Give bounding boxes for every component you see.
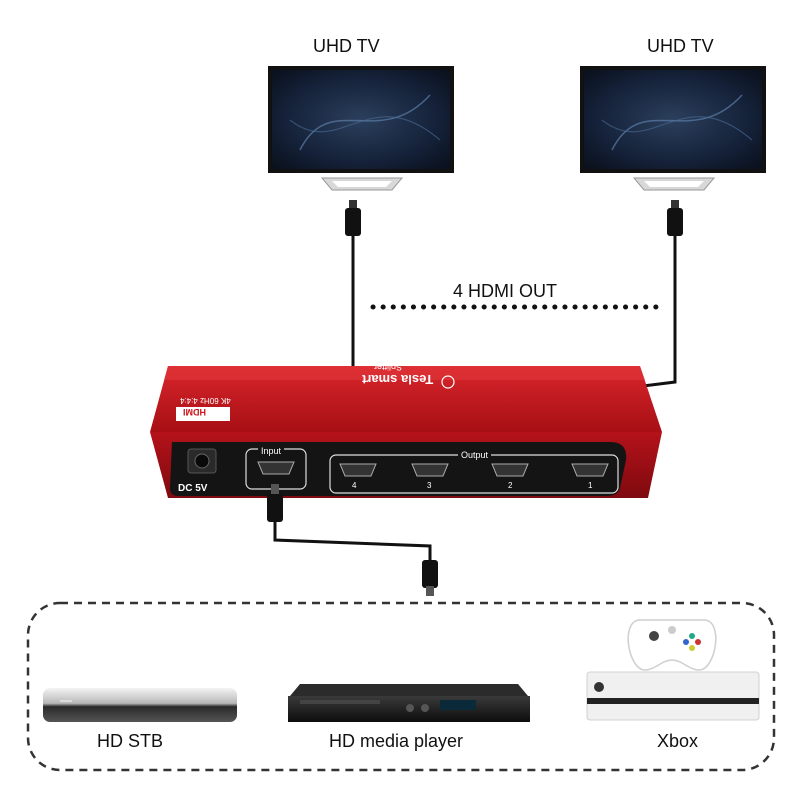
output-hdmi-port-1: [572, 464, 608, 476]
tv-right: [580, 66, 766, 190]
tv-left: [268, 66, 454, 190]
hdmi-out-label: 4 HDMI OUT: [453, 281, 557, 302]
input-cable: [267, 484, 438, 596]
port-number-2: 2: [508, 481, 512, 490]
output-hdmi-port-3: [412, 464, 448, 476]
output-hdmi-port-2: [492, 464, 528, 476]
port-number-3: 3: [427, 481, 431, 490]
source-label-xbox: Xbox: [657, 731, 698, 752]
source-label-media-player: HD media player: [329, 731, 463, 752]
output-hdmi-port-4: [340, 464, 376, 476]
brand-text: Tesla smart: [362, 372, 433, 387]
power-label: DC 5V: [178, 483, 207, 494]
tv-left-label: UHD TV: [313, 36, 380, 57]
port-number-1: 1: [588, 481, 592, 490]
input-hdmi-port: [258, 462, 294, 474]
spec-label: 4K 60Hz 4:4:4: [180, 396, 231, 405]
tv-right-screen: [584, 70, 762, 169]
source-label-stb: HD STB: [97, 731, 163, 752]
tv-right-label: UHD TV: [647, 36, 714, 57]
output-label: Output: [458, 450, 491, 460]
input-label: Input: [258, 446, 284, 456]
model-text: Splitter: [374, 362, 402, 372]
xbox-console-icon: [587, 620, 759, 720]
port-number-4: 4: [352, 481, 356, 490]
set-top-box-icon: [43, 688, 237, 722]
media-player-icon: [288, 684, 530, 722]
tv-left-screen: [272, 70, 450, 169]
hdmi-logo-text: HDMI: [183, 407, 206, 417]
splitter-front-panel: [170, 442, 626, 496]
